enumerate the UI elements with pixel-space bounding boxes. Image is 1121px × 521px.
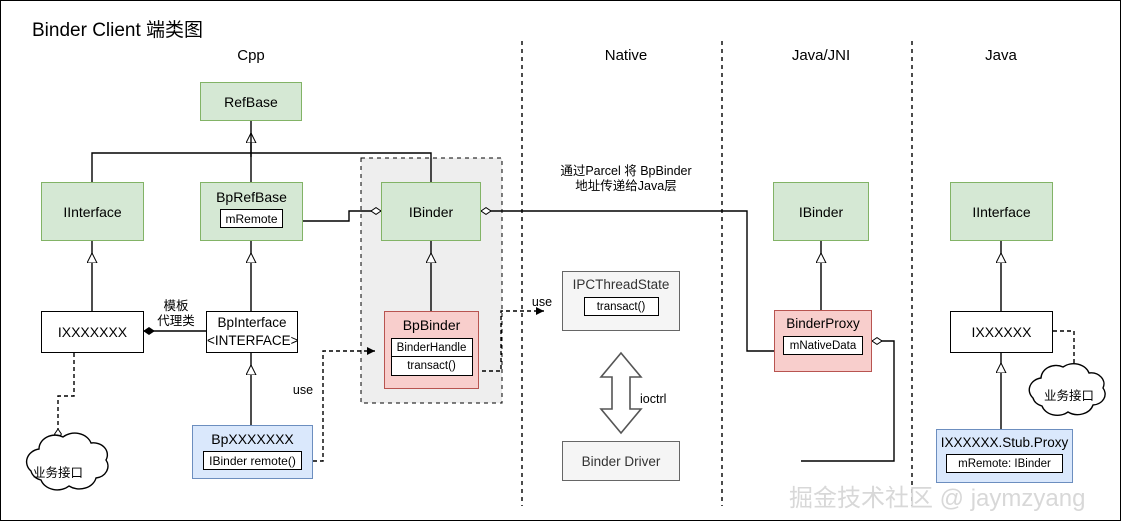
class-binderproxy-title: BinderProxy [786, 316, 860, 331]
class-ixxxxxxx-title: IXXXXXXX [57, 324, 128, 340]
watermark: 掘金技术社区 @ jaymzyang [789, 485, 1086, 512]
class-bpinterface[interactable]: BpInterface <INTERFACE> [206, 311, 299, 353]
lane-label-java: Java [985, 47, 1017, 64]
class-ibinder-java[interactable]: IBinder [773, 182, 869, 241]
inheritance-edges [92, 121, 1001, 429]
dependency-edges [53, 307, 1079, 462]
cloud-right-label: 业务接口 [1043, 389, 1094, 403]
class-iinterface-cpp[interactable]: IInterface [41, 182, 144, 241]
edge-label-ioctrl: ioctrl [640, 392, 667, 406]
class-bpbinder-attr-binderhandle[interactable]: BinderHandle [390, 338, 473, 357]
ioctrl-arrow [599, 351, 643, 435]
class-stub-proxy-attr-mremote[interactable]: mRemote: IBinder [946, 454, 1063, 473]
class-binderproxy[interactable]: BinderProxy mNativeData [774, 310, 872, 372]
page-title: Binder Client 端类图 [32, 20, 204, 41]
class-refbase-title: RefBase [224, 93, 278, 110]
class-iinterface-cpp-title: IInterface [63, 203, 122, 220]
class-ibinder-cpp-title: IBinder [408, 203, 454, 220]
class-binder-driver-title: Binder Driver [581, 453, 661, 469]
class-bpxxxxxxx[interactable]: BpXXXXXXX IBinder remote() [192, 425, 313, 479]
class-bprefbase-title: BpRefBase [216, 189, 287, 205]
class-ibinder-java-title: IBinder [798, 203, 844, 220]
class-ipcthreadstate[interactable]: IPCThreadState transact() [562, 271, 680, 331]
class-bpinterface-title: BpInterface [217, 315, 287, 330]
association-edges [143, 206, 895, 462]
class-bprefbase-attr-mremote[interactable]: mRemote [220, 209, 283, 228]
cloud-left-shape [25, 432, 109, 491]
class-refbase[interactable]: RefBase [200, 82, 302, 121]
class-stub-proxy-title: IXXXXXX.Stub.Proxy [940, 435, 1069, 450]
class-bpinterface-generic: <INTERFACE> [207, 333, 299, 348]
class-iinterface-java[interactable]: IInterface [950, 182, 1053, 241]
cloud-left-label: 业务接口 [32, 466, 83, 480]
lane-label-java-jni: Java/JNI [791, 47, 851, 64]
cloud-right-shape [1028, 363, 1106, 416]
lane-dividers [521, 41, 913, 506]
class-binder-driver[interactable]: Binder Driver [562, 441, 680, 481]
class-ipcthreadstate-attr-transact[interactable]: transact() [583, 297, 659, 316]
edge-label-template-line2: 代理类 [157, 314, 195, 328]
edge-label-parcel-line1: 通过Parcel 将 BpBinder [560, 164, 692, 178]
edge-label-template-line1: 模板 [163, 299, 189, 313]
class-bprefbase[interactable]: BpRefBase mRemote [200, 182, 303, 241]
class-bpxxxxxxx-title: BpXXXXXXX [211, 431, 294, 447]
lane-label-native: Native [604, 47, 648, 64]
class-ipcthreadstate-title: IPCThreadState [572, 277, 670, 292]
edge-label-use-bpbinder: use [292, 383, 314, 397]
class-binderproxy-attr-mnativedata[interactable]: mNativeData [783, 336, 863, 355]
class-stub-proxy[interactable]: IXXXXXX.Stub.Proxy mRemote: IBinder [936, 429, 1073, 483]
class-bpxxxxxxx-attr-remote[interactable]: IBinder remote() [203, 451, 302, 470]
edge-label-use-ipcthreadstate: use [531, 295, 553, 309]
lane-label-cpp: Cpp [237, 47, 265, 64]
class-ixxxxxx[interactable]: IXXXXXX [950, 311, 1053, 353]
class-ixxxxxx-title: IXXXXXX [971, 324, 1032, 340]
class-bpbinder[interactable]: BpBinder BinderHandle transact() [384, 311, 479, 389]
class-iinterface-java-title: IInterface [972, 203, 1031, 220]
class-bpbinder-attr-transact[interactable]: transact() [390, 357, 473, 376]
class-ixxxxxxx[interactable]: IXXXXXXX [41, 311, 144, 353]
edge-label-parcel-line2: 地址传递给Java层 [575, 179, 677, 193]
class-bpbinder-title: BpBinder [402, 317, 461, 333]
class-ibinder-cpp[interactable]: IBinder [381, 182, 481, 241]
